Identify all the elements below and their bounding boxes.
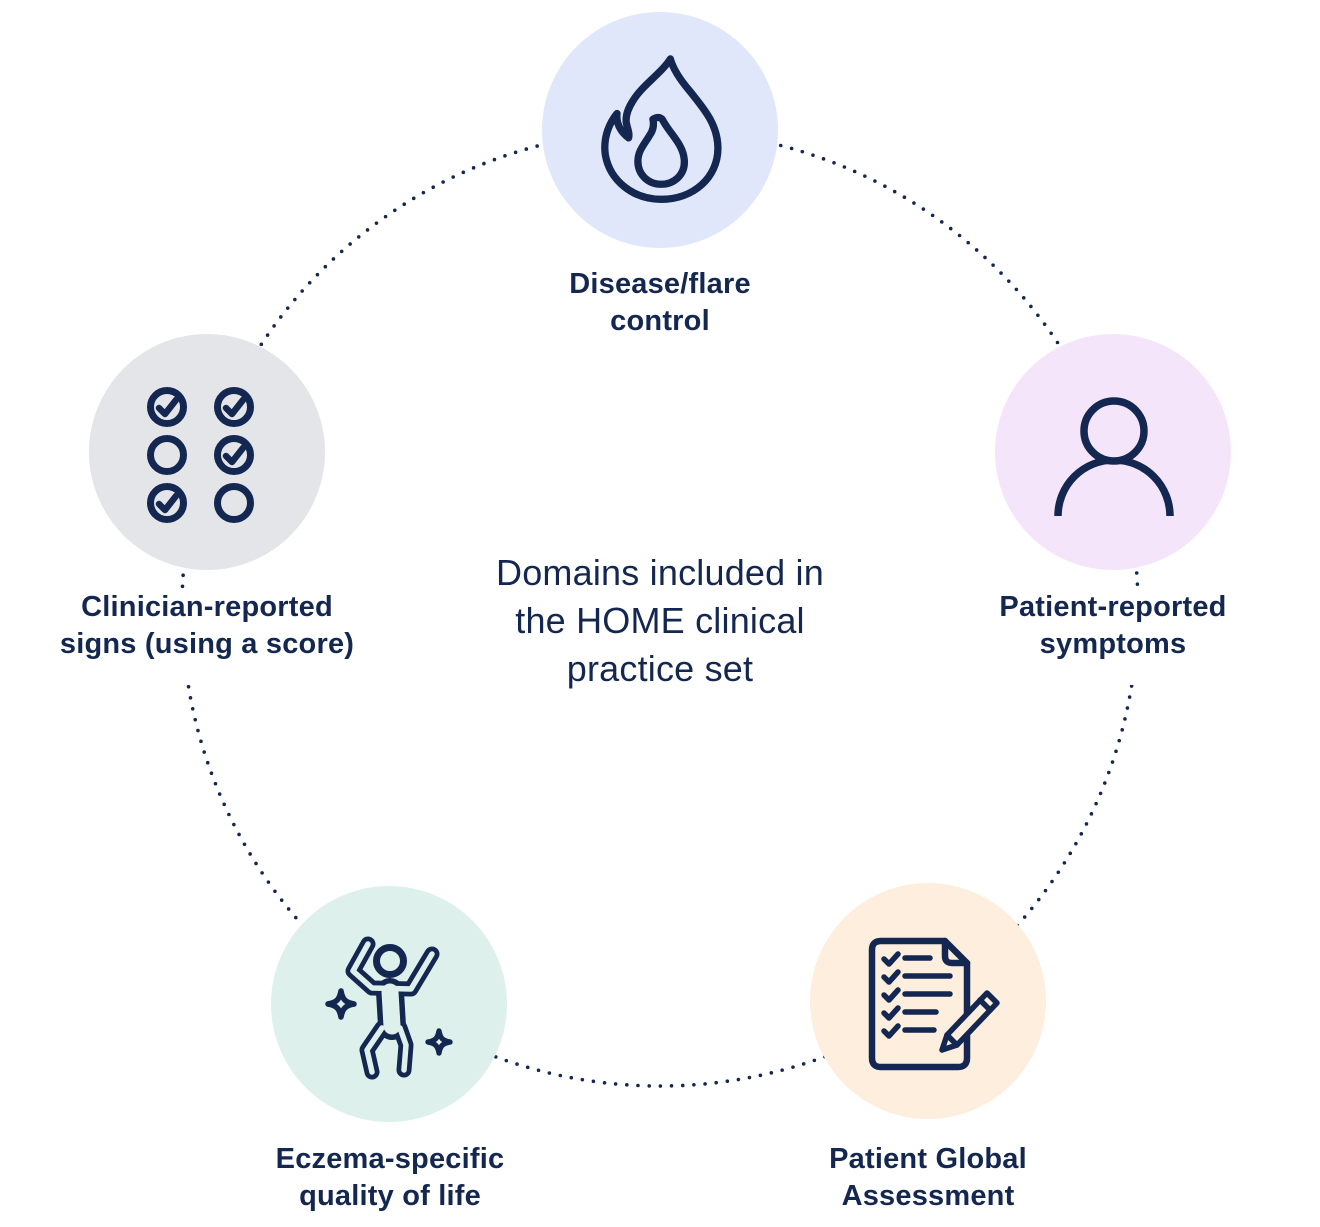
label-patient-reported-symptoms: Patient-reported symptoms: [913, 589, 1313, 685]
dancing-person-icon: [325, 936, 453, 1080]
flame-icon: [601, 55, 722, 203]
label-clinician-reported-signs: Clinician-reported signs (using a score): [7, 589, 407, 685]
person-icon: [1054, 397, 1174, 517]
label-eczema-quality-of-life: Eczema-specific quality of life: [275, 1143, 505, 1212]
diagram-title: Domains included in the HOME clinical pr…: [496, 552, 824, 689]
sparkle-icon: [425, 1028, 453, 1056]
label-disease-flare-control: Disease/flare control: [569, 268, 751, 337]
checklist-circles-icon: [147, 387, 254, 523]
checklist-pencil-icon: [868, 937, 1000, 1071]
node-circle-patient-global-assessment: [810, 883, 1046, 1119]
node-circle-clinician-reported-signs: [89, 334, 325, 570]
sparkle-icon: [325, 988, 357, 1020]
label-patient-global-assessment: Patient Global Assessment: [829, 1143, 1027, 1212]
node-circle-disease-flare-control: [542, 12, 778, 248]
